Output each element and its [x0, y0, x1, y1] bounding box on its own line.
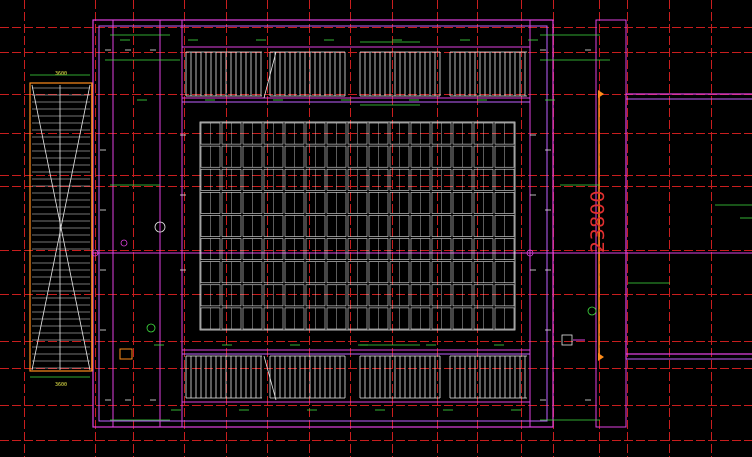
stair-top-arrow [263, 51, 277, 99]
overall-dimension-label: 23800 [587, 190, 609, 253]
ceiling-panel-grid [199, 121, 516, 331]
axis-bubble-left-icon [91, 249, 99, 257]
equipment-symbol-icon [146, 323, 156, 333]
horizontal-grid-lines [0, 27, 752, 441]
symbols-layer [91, 90, 752, 361]
column-band-2 [529, 19, 554, 428]
outer-wall-main [92, 19, 554, 428]
detail-lines [30, 34, 752, 421]
elevator-symbol-icon [119, 348, 133, 360]
section-mark-icon [120, 239, 128, 247]
column-band-1 [159, 19, 183, 428]
left-stair-diag-2 [31, 84, 91, 371]
axis-bubble-right-icon [526, 249, 534, 257]
elevator-symbol-2-icon [561, 334, 573, 346]
ceiling-panel-border [199, 121, 516, 331]
stair-width-dim-bottom: 3600 [55, 382, 68, 388]
arrow-right-bottom-icon [598, 353, 604, 361]
column-band-0 [92, 19, 114, 428]
wall-outlines [29, 19, 752, 428]
stair-blocks [31, 51, 527, 401]
column-marker-icon [154, 221, 166, 233]
equipment-symbol-2-icon [587, 306, 597, 316]
stair-width-dim-top: 3600 [55, 71, 68, 77]
stair-bot-arrow [263, 355, 277, 401]
inner-wall-main [98, 25, 548, 422]
arrow-right-top-icon [598, 90, 604, 98]
